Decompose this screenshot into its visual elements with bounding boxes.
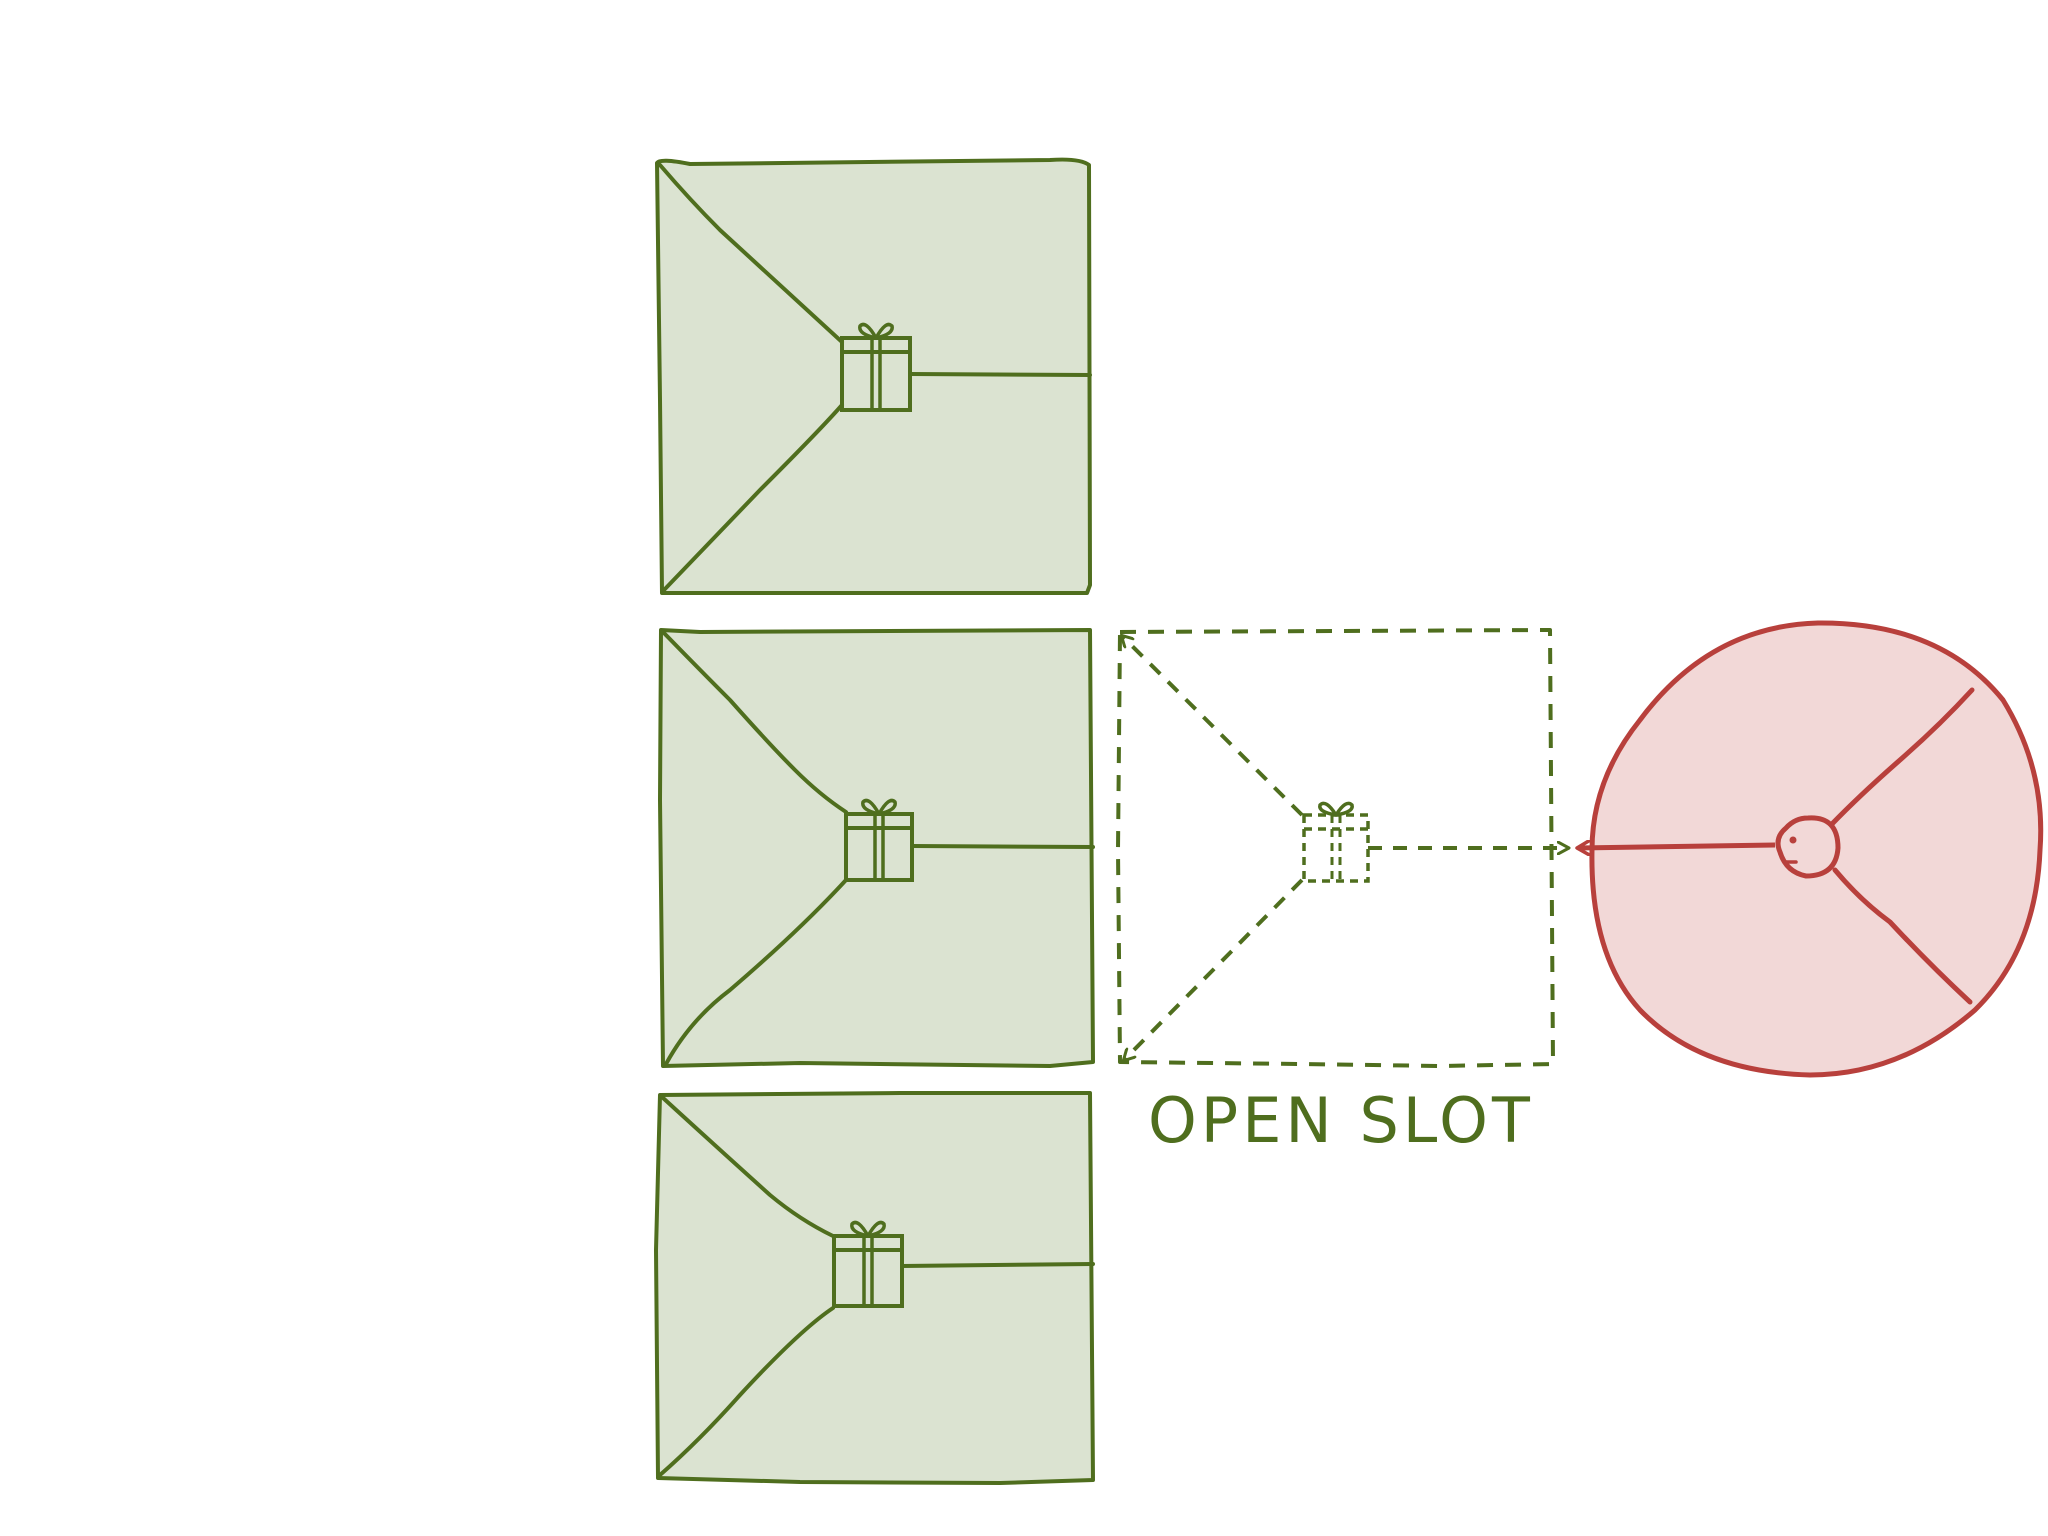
open-slot-box xyxy=(1116,628,1555,1068)
open-slot-label: OPEN SLOT xyxy=(1148,1084,1534,1157)
fold-line-top xyxy=(658,163,844,344)
filled-slot-3 xyxy=(654,1091,1095,1485)
fold-line-right xyxy=(900,1262,1095,1268)
head-icon xyxy=(1775,815,1841,879)
gift-icon xyxy=(844,798,914,882)
fold-line-top xyxy=(660,1095,835,1238)
pointer-arrow xyxy=(1578,845,1776,848)
gift-icon xyxy=(1302,801,1370,883)
fold-line-bottom xyxy=(664,878,848,1066)
spoke-top xyxy=(1828,687,1975,828)
consumer-circle xyxy=(1578,620,2044,1078)
open-slot: OPEN SLOT xyxy=(1116,628,1568,1157)
fold-line-right xyxy=(908,372,1092,377)
fold-line-top xyxy=(661,630,848,814)
gift-icon xyxy=(840,322,912,412)
fold-line-bottom xyxy=(662,403,844,592)
filled-slot-2 xyxy=(658,628,1095,1068)
dashed-arrow-bottom xyxy=(1124,878,1304,1060)
gift-icon xyxy=(832,1220,904,1308)
fold-line-right xyxy=(910,844,1095,849)
fold-line-bottom xyxy=(658,1306,835,1477)
filled-slot-1 xyxy=(655,157,1092,595)
dashed-arrow-top xyxy=(1122,636,1304,817)
spoke-bottom xyxy=(1832,867,1973,1005)
